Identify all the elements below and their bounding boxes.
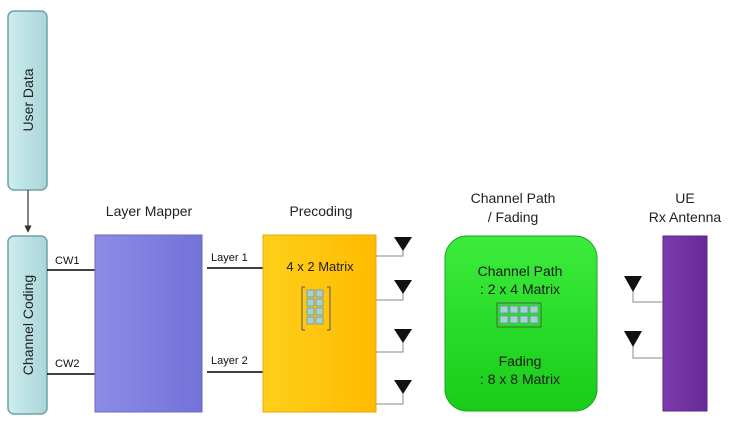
cw1-label: CW1 — [55, 255, 79, 267]
tx-antenna-4-wire — [376, 392, 404, 405]
channel-path-label-line2: : 2 x 4 Matrix — [480, 281, 560, 297]
channel-coding-block: Channel Coding — [7, 235, 48, 415]
rx-antennas — [632, 291, 663, 359]
tx-antenna-3-icon — [394, 329, 412, 343]
precoding-matrix-label: 4 x 2 Matrix — [286, 259, 354, 274]
channel-matrix-icon — [496, 302, 542, 328]
precoding-title: Precoding — [289, 203, 352, 219]
layer-mapper-title: Layer Mapper — [106, 203, 193, 219]
layer-mapper-block — [94, 234, 203, 413]
tx-antenna-2-wire — [376, 290, 404, 301]
rx-antenna-1-icon — [624, 276, 642, 292]
tx-antenna-2-icon — [394, 280, 412, 294]
layer2-label: Layer 2 — [211, 355, 248, 367]
tx-antenna-icons — [394, 237, 412, 394]
rx-antenna-2-icon — [624, 331, 642, 347]
fading-label-line1: Fading — [499, 353, 542, 369]
ue-title-line1: UE — [675, 190, 694, 206]
channel-path-title-line2: / Fading — [488, 209, 539, 225]
rx-antenna-2-wire — [632, 346, 663, 359]
tx-antenna-1-wire — [376, 247, 404, 257]
layer1-label: Layer 1 — [211, 252, 248, 264]
channel-path-block — [444, 235, 598, 412]
tx-antenna-1-icon — [394, 237, 412, 251]
precoding-matrix-icon — [301, 286, 331, 331]
rx-antenna-icons — [624, 276, 642, 347]
ue-title-line2: Rx Antenna — [649, 209, 722, 225]
fading-label-line2: : 8 x 8 Matrix — [480, 371, 560, 387]
rx-antenna-1-wire — [632, 291, 663, 303]
user-data-label: User Data — [20, 68, 36, 131]
channel-path-label-line1: Channel Path — [478, 263, 563, 279]
cw2-label: CW2 — [55, 358, 79, 370]
channel-path-title-line1: Channel Path — [471, 190, 556, 206]
tx-antenna-4-icon — [394, 380, 412, 394]
user-data-block: User Data — [7, 10, 48, 191]
channel-coding-label: Channel Coding — [20, 275, 36, 375]
tx-antenna-3-wire — [376, 340, 404, 353]
ue-block — [662, 235, 708, 412]
